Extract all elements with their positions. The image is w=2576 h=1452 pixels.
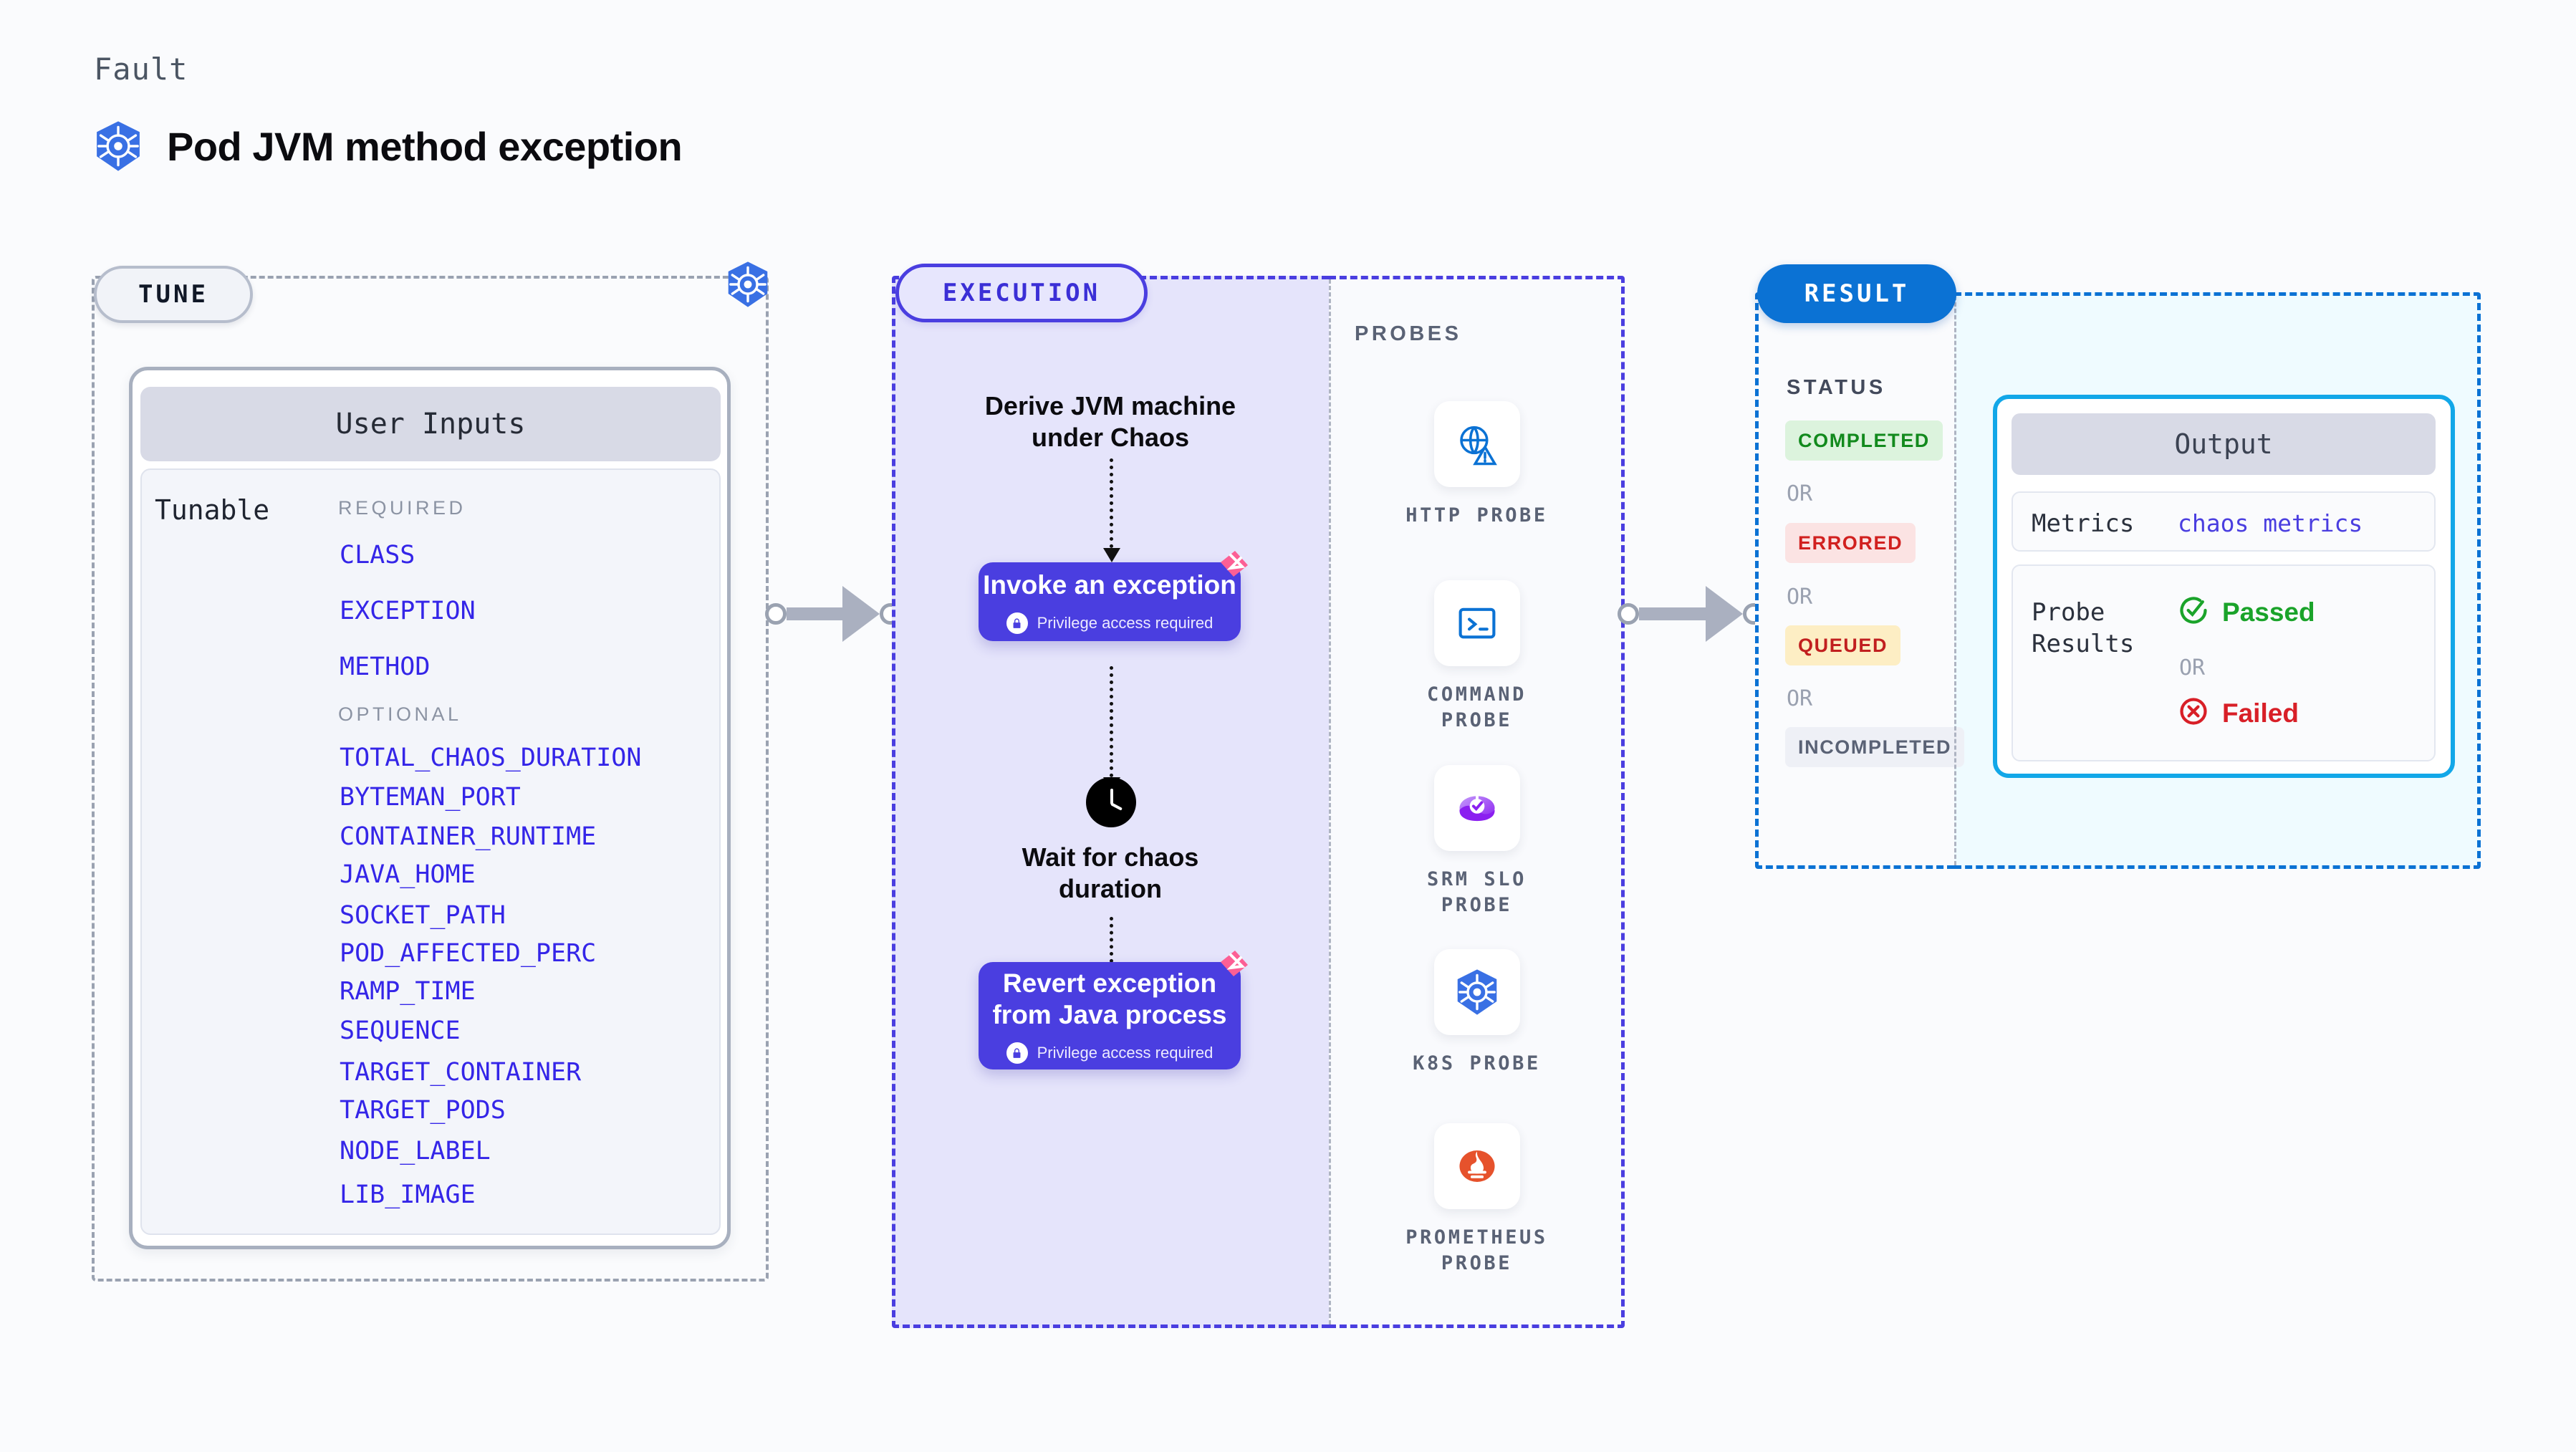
- lock-icon: [1006, 612, 1028, 635]
- user-inputs-card-title: User Inputs: [140, 387, 721, 461]
- param-byteman-port[interactable]: BYTEMAN_PORT: [340, 783, 521, 812]
- or-label: OR: [1787, 481, 1813, 506]
- param-container-runtime[interactable]: CONTAINER_RUNTIME: [340, 822, 597, 851]
- privilege-note-text: Privilege access required: [1037, 614, 1213, 633]
- param-sequence[interactable]: SEQUENCE: [340, 1016, 461, 1045]
- param-java-home[interactable]: JAVA_HOME: [340, 860, 476, 889]
- privilege-note-text: Privilege access required: [1037, 1044, 1213, 1062]
- page-title: Pod JVM method exception: [167, 123, 683, 169]
- or-label: OR: [1787, 686, 1813, 711]
- lock-icon: [1006, 1042, 1028, 1064]
- execution-step-revert: Revert exception from Java process Privi…: [979, 962, 1241, 1069]
- probes-title: PROBES: [1355, 322, 1462, 345]
- param-method[interactable]: METHOD: [340, 653, 431, 681]
- status-badge-errored: ERRORED: [1785, 523, 1916, 563]
- param-lib-image[interactable]: LIB_IMAGE: [340, 1181, 476, 1209]
- output-probe-results-row: Probe Results Passed OR Failed: [2012, 564, 2436, 761]
- output-metrics-row: Metrics chaos metrics: [2012, 491, 2436, 552]
- page-title-row: Pod JVM method exception: [94, 120, 683, 172]
- status-title: STATUS: [1787, 376, 1886, 399]
- execution-step-invoke-title: Invoke an exception: [983, 569, 1236, 600]
- page-kicker: Fault: [94, 52, 188, 87]
- litmus-icon: [1216, 547, 1251, 585]
- optional-group-label: OPTIONAL: [338, 703, 462, 725]
- terminal-icon: [1433, 580, 1520, 666]
- connector-arrowhead: [842, 586, 880, 642]
- tune-section-label: TUNE: [94, 266, 253, 323]
- check-circle-icon: [2178, 595, 2209, 630]
- section-divider: [1954, 296, 1956, 865]
- litmus-icon: [1216, 946, 1251, 984]
- param-exception[interactable]: EXCEPTION: [340, 597, 476, 625]
- or-label: OR: [2179, 655, 2206, 681]
- connector-bar: [787, 607, 842, 620]
- flow-arrow: [1103, 458, 1120, 562]
- kubernetes-icon: [726, 261, 770, 312]
- metrics-label: Metrics: [2032, 509, 2135, 538]
- privilege-note: Privilege access required: [1006, 1042, 1213, 1064]
- probe-result-passed-text: Passed: [2222, 597, 2315, 627]
- probe-prometheus[interactable]: PROMETHEUS PROBE: [1329, 1123, 1625, 1276]
- execution-step-revert-title: Revert exception from Java process: [992, 968, 1227, 1029]
- kubernetes-icon: [1433, 949, 1520, 1035]
- probe-result-failed: Failed: [2178, 696, 2299, 731]
- probe-caption: PROMETHEUS PROBE: [1405, 1226, 1548, 1274]
- probe-caption: K8S PROBE: [1413, 1052, 1541, 1074]
- probe-k8s[interactable]: K8S PROBE: [1329, 949, 1625, 1077]
- status-badge-completed: COMPLETED: [1785, 420, 1943, 461]
- user-inputs-card-body: [140, 468, 721, 1235]
- param-pod-affected-perc[interactable]: POD_AFFECTED_PERC: [340, 939, 597, 968]
- probe-http[interactable]: HTTP PROBE: [1329, 401, 1625, 529]
- result-section-label: RESULT: [1757, 264, 1956, 323]
- srm-slo-icon: [1433, 765, 1520, 851]
- probe-result-failed-text: Failed: [2222, 698, 2299, 728]
- param-target-container[interactable]: TARGET_CONTAINER: [340, 1058, 582, 1087]
- required-group-label: REQUIRED: [338, 497, 466, 519]
- execution-step-invoke: Invoke an exception Privilege access req…: [979, 562, 1241, 641]
- param-target-pods[interactable]: TARGET_PODS: [340, 1096, 506, 1125]
- status-badge-incompleted: INCOMPLETED: [1785, 727, 1965, 767]
- section-divider: [1329, 279, 1331, 1324]
- clock-icon: [1086, 777, 1136, 827]
- result-section: [1755, 292, 1954, 869]
- connector-dot: [1618, 603, 1639, 625]
- probe-srm-slo[interactable]: SRM SLO PROBE: [1329, 765, 1625, 918]
- probe-caption: SRM SLO PROBE: [1427, 868, 1527, 916]
- probe-results-label: Probe Results: [2032, 598, 2135, 658]
- kubernetes-icon: [94, 120, 143, 172]
- probe-result-passed: Passed: [2178, 595, 2315, 630]
- probe-caption: HTTP PROBE: [1405, 504, 1548, 527]
- x-circle-icon: [2178, 696, 2209, 731]
- param-socket-path[interactable]: SOCKET_PATH: [340, 901, 506, 930]
- tunable-label: Tunable: [155, 494, 270, 526]
- status-badge-queued: QUEUED: [1785, 625, 1901, 665]
- or-label: OR: [1787, 585, 1813, 610]
- tune-section: [92, 276, 769, 1282]
- flow-arrow: [1103, 666, 1120, 792]
- prometheus-icon: [1433, 1123, 1520, 1209]
- output-card-title: Output: [2012, 413, 2436, 475]
- probe-command[interactable]: COMMAND PROBE: [1329, 580, 1625, 733]
- connector-dot: [765, 603, 787, 625]
- metrics-value[interactable]: chaos metrics: [2178, 509, 2363, 537]
- execution-step-wait: Wait for chaos duration: [1022, 842, 1199, 903]
- globe-warning-icon: [1433, 401, 1520, 487]
- connector-arrowhead: [1706, 586, 1743, 642]
- param-node-label[interactable]: NODE_LABEL: [340, 1137, 491, 1165]
- connector-execution-to-result: [1618, 586, 1764, 642]
- probe-caption: COMMAND PROBE: [1427, 683, 1527, 731]
- execution-step-derive: Derive JVM machine under Chaos: [984, 391, 1236, 452]
- connector-tune-to-execution: [765, 586, 901, 642]
- connector-bar: [1639, 607, 1706, 620]
- param-total-chaos-duration[interactable]: TOTAL_CHAOS_DURATION: [340, 744, 642, 772]
- param-ramp-time[interactable]: RAMP_TIME: [340, 977, 476, 1006]
- param-class[interactable]: CLASS: [340, 541, 415, 569]
- execution-section-label: EXECUTION: [895, 264, 1148, 322]
- privilege-note: Privilege access required: [1006, 612, 1213, 635]
